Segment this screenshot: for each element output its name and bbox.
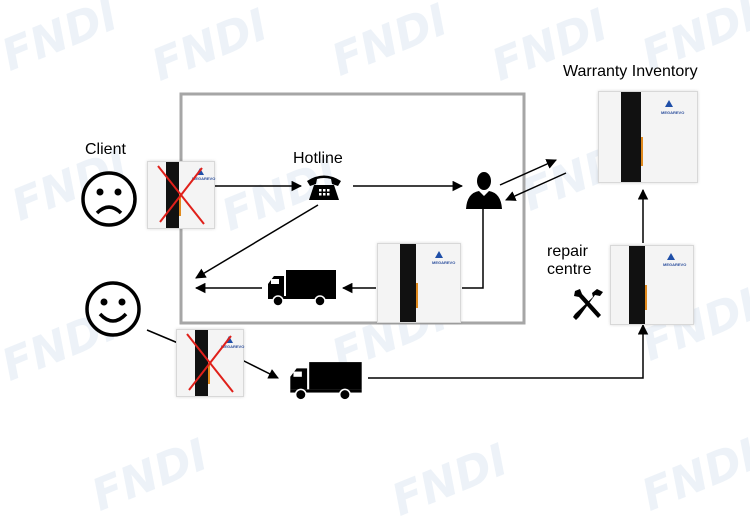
arrow-inventory-to-agent (505, 172, 567, 201)
client-label: Client (85, 141, 126, 158)
device-logo-text: MEGAREVO (661, 110, 685, 115)
repair-centre-label-line1: repair (547, 243, 588, 260)
person-icon (466, 172, 502, 209)
telephone-icon (307, 175, 341, 200)
faulty-unit-client: MEGAREVO (147, 161, 215, 229)
arrow-hotline-to-happy-client (195, 204, 319, 279)
arrow-truck-to-repair-centre (368, 323, 649, 379)
hotline-label: Hotline (293, 150, 343, 167)
device-logo-text: MEGAREVO (432, 260, 456, 265)
replacement-unit: MEGAREVO (377, 243, 461, 323)
truck-icon (290, 362, 362, 401)
happy-face-icon (85, 281, 141, 337)
device-logo-text: MEGAREVO (663, 262, 687, 267)
repair-centre-unit: MEGAREVO (610, 245, 694, 325)
warranty-inventory-unit: MEGAREVO (598, 91, 698, 183)
arrow-agent-to-inventory (499, 159, 557, 186)
cross-mark-icon (157, 165, 205, 225)
repair-centre-label-line2: centre (547, 261, 592, 278)
tools-icon (573, 289, 603, 320)
device-logo-text: MEGAREVO (192, 176, 216, 181)
line-agent-to-device (462, 206, 484, 289)
truck-icon (268, 270, 336, 307)
sad-face-icon (81, 171, 137, 227)
arrow-faulty-unit-to-truck (241, 359, 279, 379)
device-logo-text: MEGAREVO (221, 344, 245, 349)
line-happy-client-to-faulty-unit (146, 329, 179, 344)
faulty-unit-returned: MEGAREVO (176, 329, 244, 397)
cross-mark-icon (186, 333, 234, 393)
warranty-inventory-label: Warranty Inventory (563, 63, 698, 80)
